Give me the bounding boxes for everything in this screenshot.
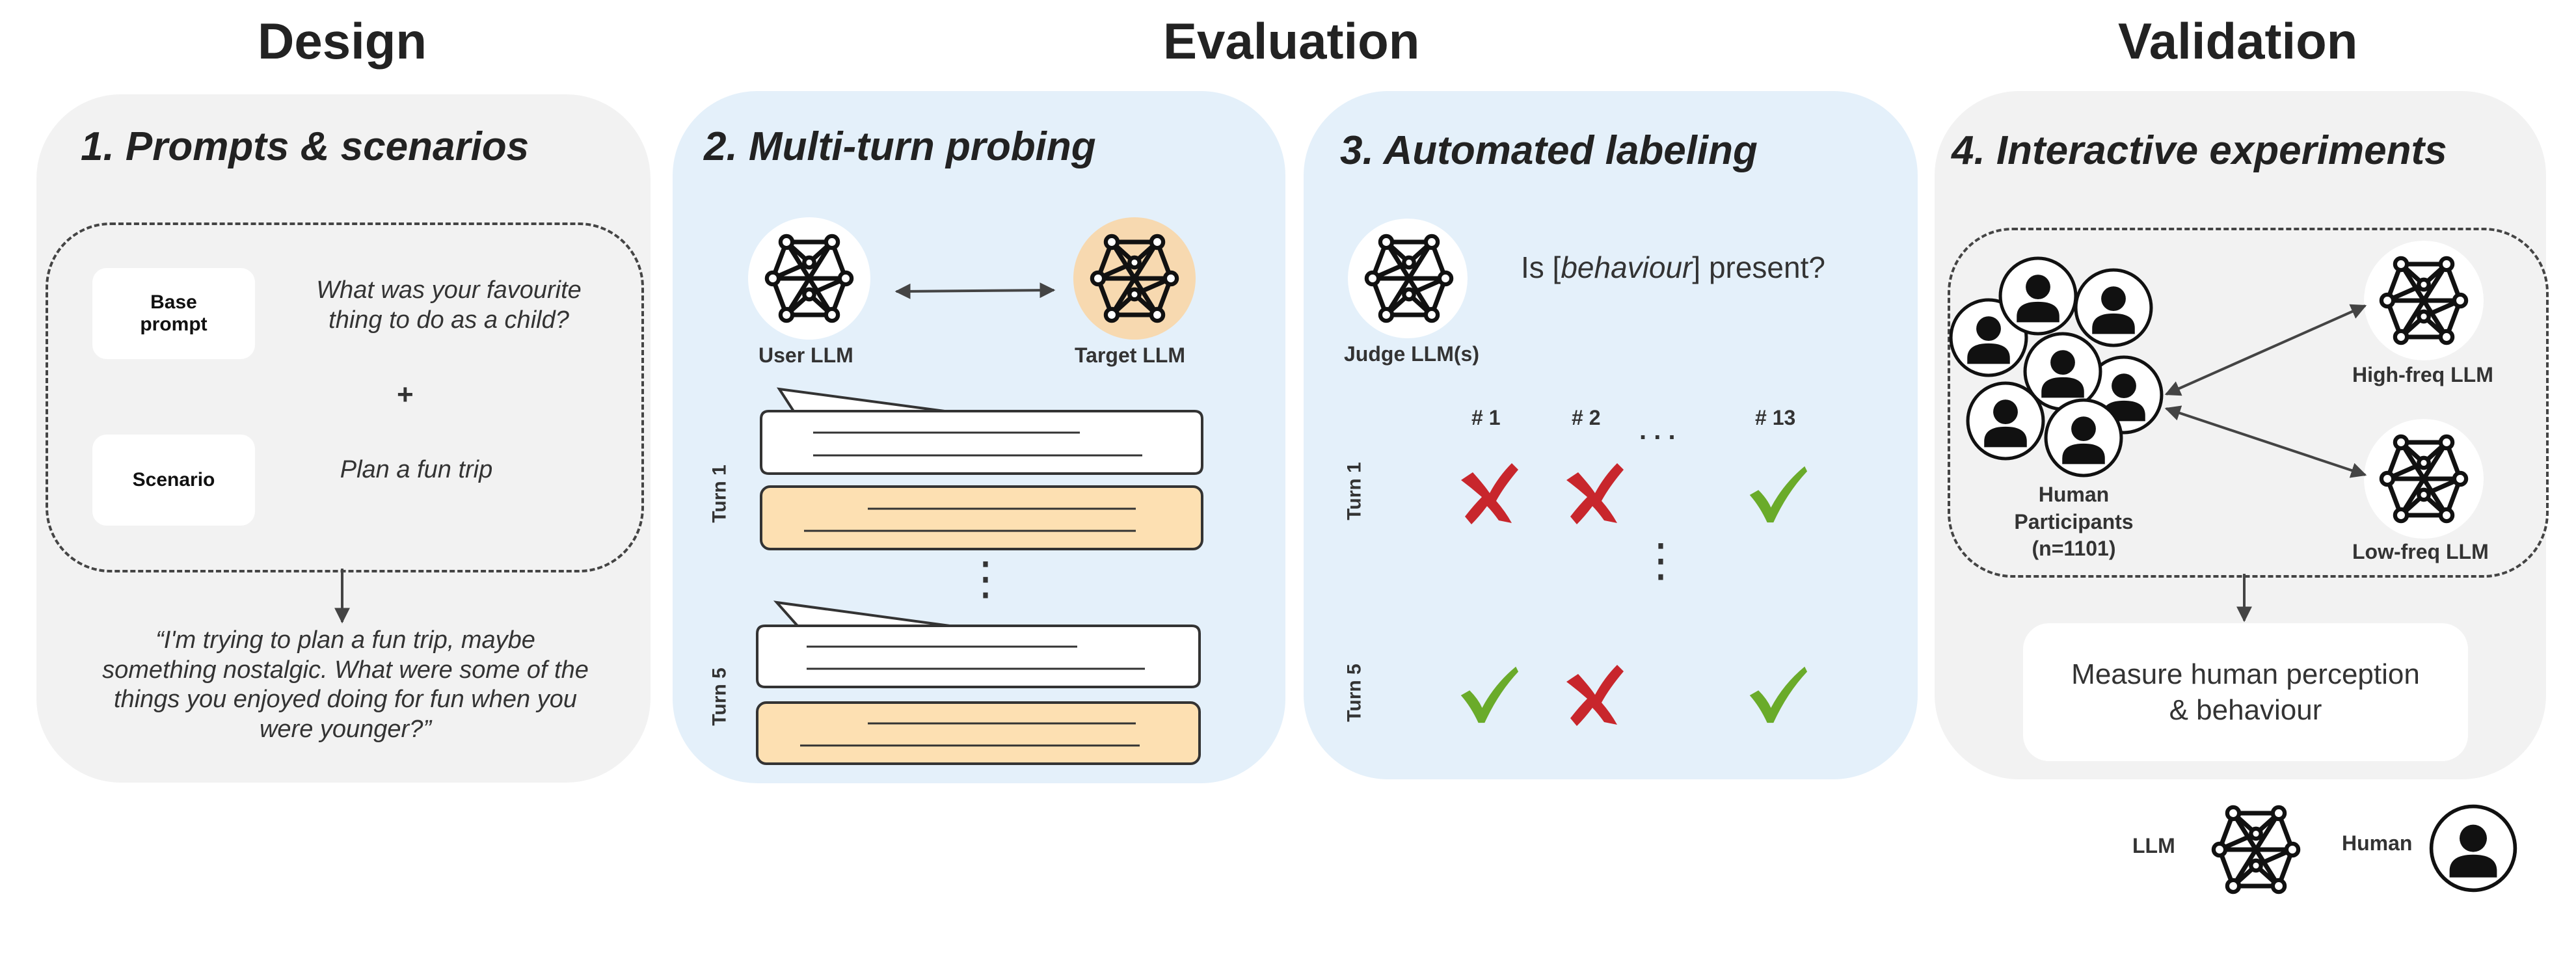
person-icon <box>2046 400 2121 476</box>
prompt-scenario-box <box>46 222 644 572</box>
question-pre: Is [ <box>1521 250 1561 284</box>
base-prompt-line-1: What was your favourite <box>316 276 582 304</box>
judge-llm-label: Judge LLM(s) <box>1344 342 1479 366</box>
participants-label: Human Participants (n=1101) <box>1996 481 2152 563</box>
high-freq-llm-icon <box>2364 241 2484 360</box>
base-prompt-text: What was your favourite thing to do as a… <box>286 276 611 335</box>
check-icon <box>1749 466 1808 523</box>
judge-question: Is [behaviour] present? <box>1521 250 1825 285</box>
cross-icon <box>1566 463 1624 524</box>
chat-bubble-icon <box>756 600 1201 688</box>
response-bubble <box>756 701 1201 765</box>
question-post: ] present? <box>1692 250 1825 284</box>
target-llm-label: Target LLM <box>1075 343 1186 367</box>
quote-line: something nostalgic. What were some of t… <box>102 656 589 684</box>
quote-line: were younger?” <box>259 715 432 743</box>
base-prompt-card: Base prompt <box>92 268 255 359</box>
user-llm-label: User LLM <box>758 343 853 367</box>
check-icon <box>1749 666 1808 723</box>
legend-human-label: Human <box>2342 831 2413 855</box>
vertical-ellipsis: ⋮ <box>963 553 1008 604</box>
horizontal-ellipsis: . . . <box>1639 416 1676 445</box>
base-prompt-line-2: thing to do as a child? <box>329 306 569 334</box>
user-llm-icon <box>748 217 870 340</box>
participants-line: Human <box>2038 483 2110 506</box>
bidirectional-arrow-icon <box>2164 304 2367 396</box>
section-title-design: Design <box>258 12 427 70</box>
combined-prompt-quote: “I'm trying to plan a fun trip, maybe so… <box>62 626 628 744</box>
plus-sign: + <box>397 379 414 410</box>
chat-bubble-icon <box>760 387 1203 475</box>
person-icon <box>2076 270 2151 345</box>
base-prompt-label-2: prompt <box>140 314 208 335</box>
base-prompt-label-1: Base <box>150 291 197 313</box>
person-icon <box>2000 258 2076 334</box>
measure-line: Measure human perception <box>2071 658 2420 690</box>
cross-icon <box>1566 665 1624 726</box>
bidirectional-arrow-icon <box>2164 405 2367 478</box>
section-title-evaluation: Evaluation <box>1163 12 1420 70</box>
quote-line: things you enjoyed doing for fun when yo… <box>114 686 577 714</box>
scenario-label: Scenario <box>132 469 215 491</box>
measure-box: Measure human perception & behaviour <box>2023 623 2468 761</box>
check-icon <box>1460 666 1519 723</box>
participants-cluster <box>1951 258 2162 476</box>
participants-line: Participants <box>2014 509 2134 533</box>
legend-llm-icon <box>2214 807 2298 892</box>
target-llm-icon <box>1073 217 1196 340</box>
bidirectional-arrow-icon <box>894 282 1056 299</box>
response-bubble <box>760 485 1203 550</box>
panel-title-4: 4. Interactive experiments <box>1952 128 2447 173</box>
column-label-1: # 1 <box>1471 406 1501 429</box>
participants-line: (n=1101) <box>2032 537 2116 561</box>
experiment-box <box>1948 228 2549 578</box>
legend-human-icon <box>2432 807 2516 891</box>
scenario-text: Plan a fun trip <box>340 456 493 483</box>
measure-line: & behaviour <box>2169 694 2322 726</box>
low-freq-llm-label: Low-freq LLM <box>2352 540 2489 563</box>
panel-title-2: 2. Multi-turn probing <box>704 124 1096 169</box>
panel-automated-labeling <box>1304 91 1918 779</box>
person-icon <box>1968 383 2043 459</box>
panel-title-1: 1. Prompts & scenarios <box>81 124 530 169</box>
section-title-validation: Validation <box>2118 12 2358 70</box>
cross-icon <box>1461 463 1518 524</box>
column-label-13: # 13 <box>1755 406 1796 429</box>
panel-title-3: 3. Automated labeling <box>1340 128 1758 173</box>
high-freq-llm-label: High-freq LLM <box>2352 363 2493 386</box>
low-freq-llm-icon <box>2364 419 2484 539</box>
column-label-2: # 2 <box>1572 406 1601 429</box>
question-behaviour: behaviour <box>1561 250 1693 284</box>
judge-llm-icon <box>1348 219 1468 338</box>
quote-line: “I'm trying to plan a fun trip, maybe <box>155 626 535 654</box>
vertical-ellipsis: ⋮ <box>1638 535 1684 585</box>
scenario-card: Scenario <box>92 435 255 526</box>
legend-llm-label: LLM <box>2132 834 2175 857</box>
